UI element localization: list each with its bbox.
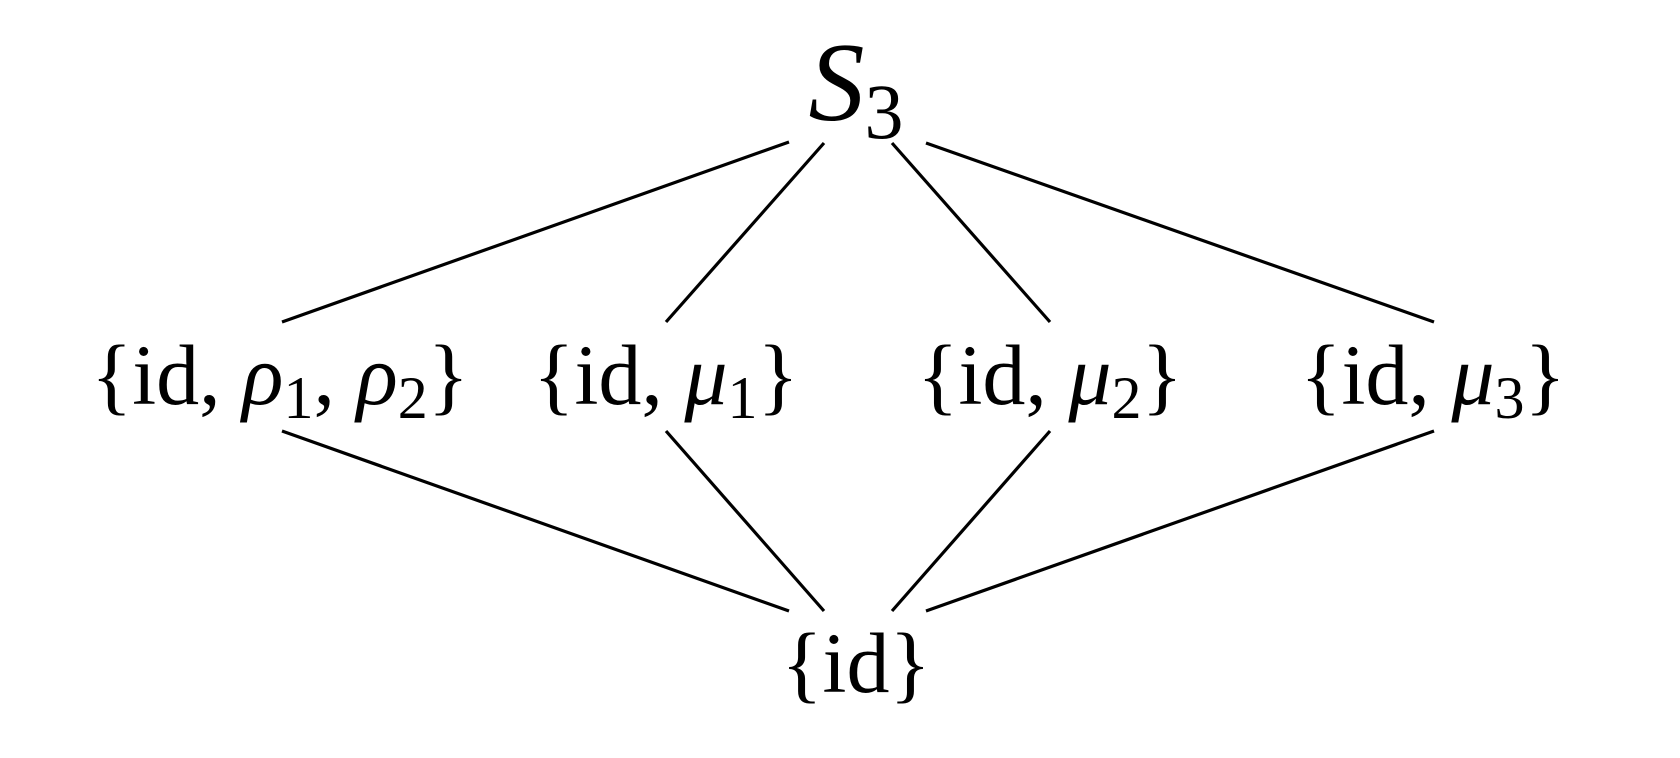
edge-rho-id <box>281 429 790 613</box>
edge-S3-mu1 <box>664 141 826 324</box>
label-part: id <box>958 327 1025 423</box>
label-part: ρ <box>239 327 283 423</box>
label-part: S <box>809 21 865 145</box>
node-S3: S3 <box>809 21 904 155</box>
node-rho: {id, ρ1, ρ2} <box>91 327 469 431</box>
close-brace: } <box>1142 327 1183 423</box>
edge-mu3-id <box>925 429 1435 613</box>
edges <box>281 140 1435 613</box>
subscript: 1 <box>283 365 313 431</box>
subscript: 2 <box>1112 365 1142 431</box>
label-part: μ <box>683 327 727 423</box>
edge-S3-rho <box>281 140 790 324</box>
open-brace: { <box>533 327 574 423</box>
close-brace: } <box>889 615 930 711</box>
subscript: 3 <box>1495 365 1525 431</box>
open-brace: { <box>91 327 132 423</box>
open-brace: { <box>917 327 958 423</box>
label-part: , <box>313 327 356 423</box>
edge-mu1-id <box>664 429 826 613</box>
label-part: id <box>574 327 641 423</box>
edge-S3-mu3 <box>925 141 1435 324</box>
open-brace: { <box>1300 327 1341 423</box>
label-part: id <box>1341 327 1408 423</box>
close-brace: } <box>758 327 799 423</box>
node-id: {id} <box>781 615 930 711</box>
node-mu3: {id, μ3} <box>1300 327 1566 431</box>
label-part: , <box>1408 327 1451 423</box>
open-brace: { <box>781 615 822 711</box>
edge-S3-mu2 <box>890 141 1052 324</box>
label-part: , <box>641 327 684 423</box>
nodes: S3{id, ρ1, ρ2}{id, μ1}{id, μ2}{id, μ3}{i… <box>91 21 1566 711</box>
label-part: μ <box>1450 327 1494 423</box>
label-part: , <box>1025 327 1068 423</box>
subscript: 2 <box>398 365 428 431</box>
node-mu2: {id, μ2} <box>917 327 1183 431</box>
label-part: μ <box>1067 327 1111 423</box>
label-part: , <box>199 327 242 423</box>
subscript: 3 <box>865 68 904 155</box>
node-mu1: {id, μ1} <box>533 327 799 431</box>
edge-mu2-id <box>890 429 1052 613</box>
close-brace: } <box>428 327 469 423</box>
subscript: 1 <box>728 365 758 431</box>
label-part: id <box>823 615 890 711</box>
label-part: id <box>132 327 199 423</box>
close-brace: } <box>1525 327 1566 423</box>
label-part: ρ <box>353 327 397 423</box>
